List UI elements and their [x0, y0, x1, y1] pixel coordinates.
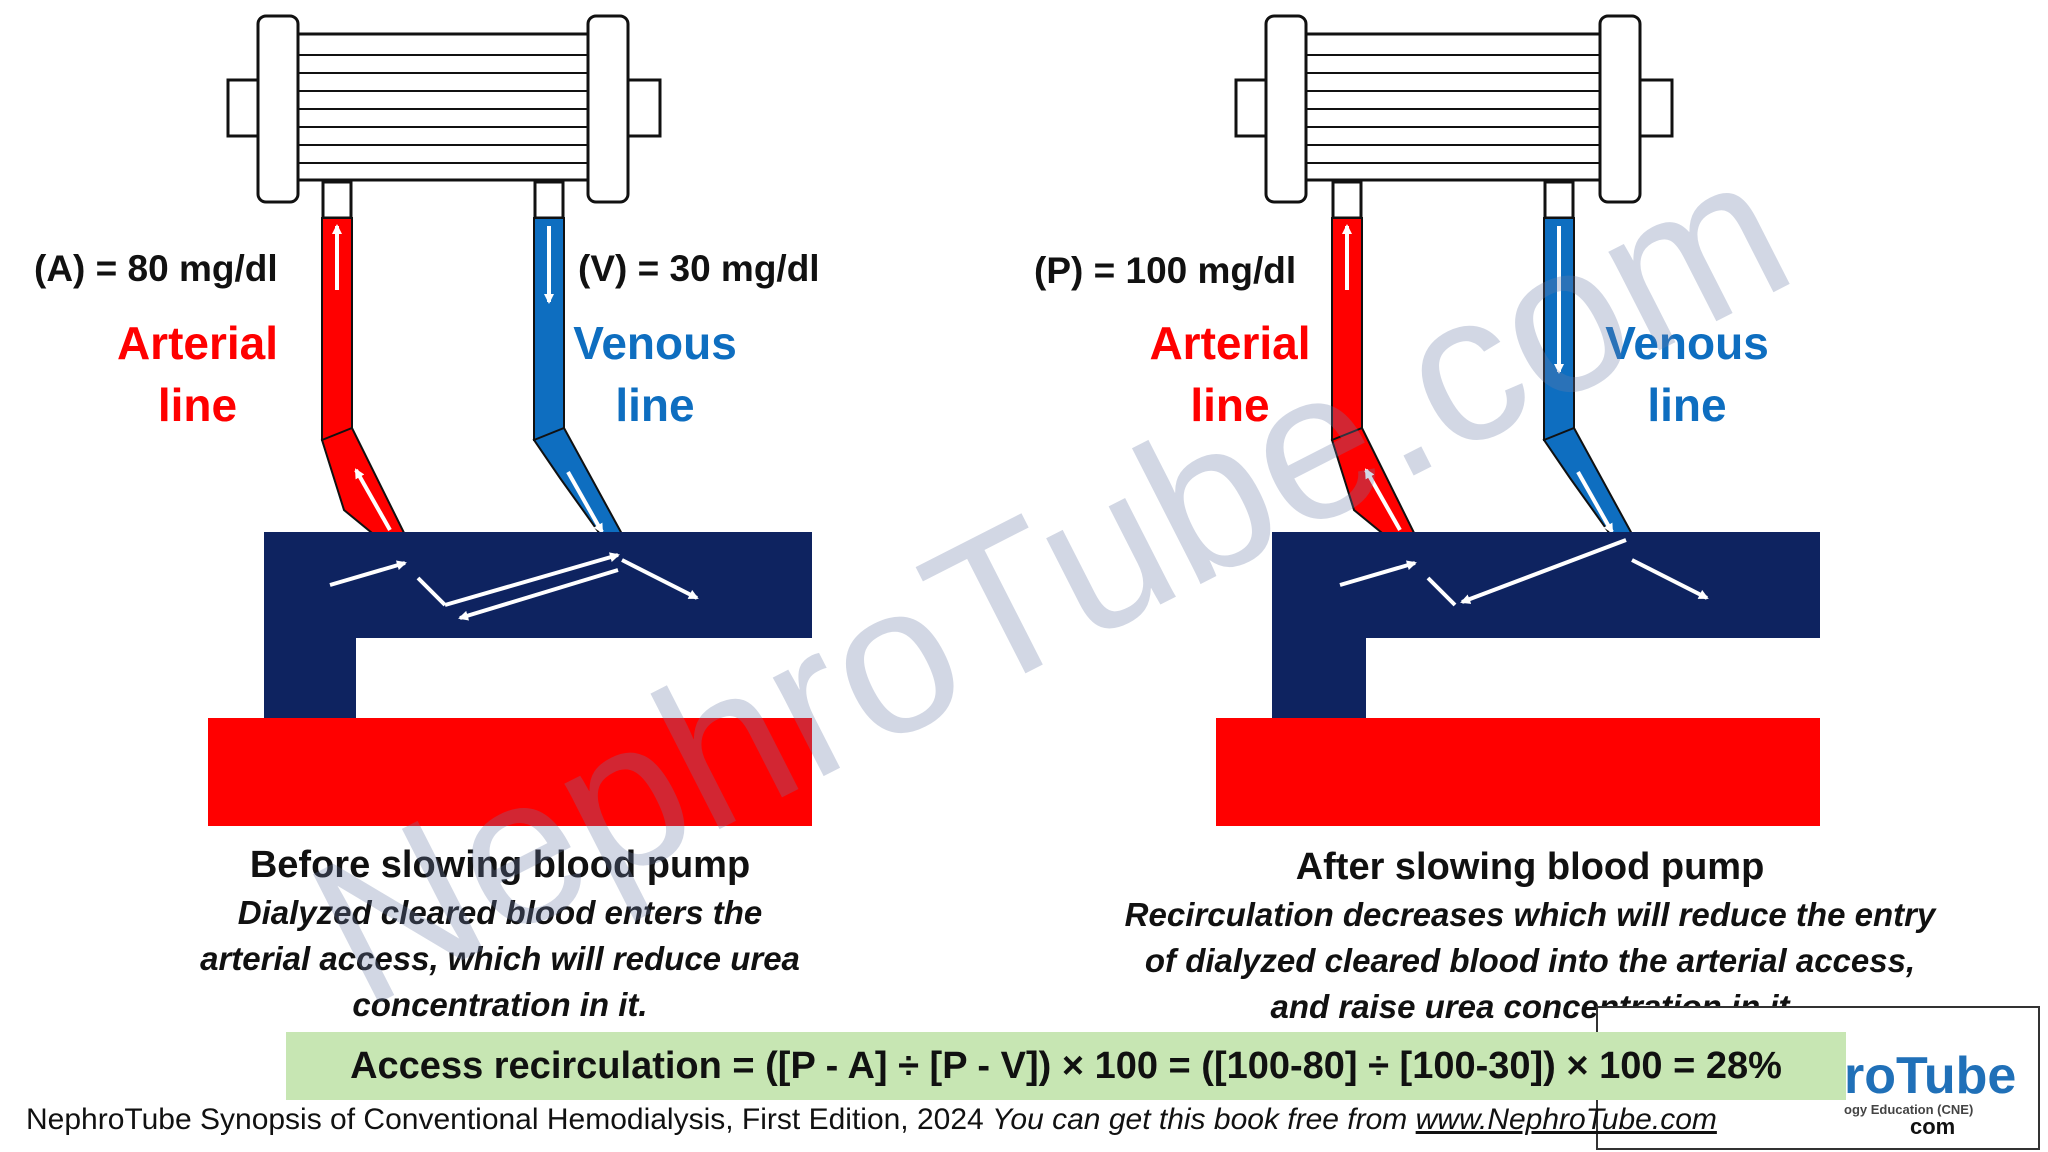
- left-caption-line: Dialyzed cleared blood enters the: [237, 894, 763, 931]
- right-caption-line: Recirculation decreases which will reduc…: [1124, 896, 1936, 933]
- right-arterial-line: [1330, 217, 1437, 577]
- footer-note: You can get this book free from: [992, 1103, 1416, 1136]
- left-concentration-a: (A) = 80 mg/dl: [34, 248, 278, 289]
- venous-label-line: line: [1647, 379, 1727, 431]
- right-flow-arrows: [1339, 538, 1709, 607]
- right-concentration-p: (P) = 100 mg/dl: [1034, 250, 1297, 291]
- logo-suffix: com: [1910, 1114, 1956, 1139]
- access-recirculation-formula: Access recirculation = ([P - A] ÷ [P - V…: [350, 1045, 1782, 1087]
- left-arterial-label: Arterial line: [100, 312, 295, 436]
- left-concentration-v: (V) = 30 mg/dl: [578, 248, 820, 289]
- left-vessel: [208, 532, 812, 826]
- right-dialyzer: [1234, 14, 1674, 220]
- formula-bar: Access recirculation = ([P - A] ÷ [P - V…: [286, 1032, 1846, 1100]
- arterial-label-line: line: [157, 379, 238, 431]
- footer-citation: NephroTube Synopsis of Conventional Hemo…: [26, 1103, 993, 1136]
- right-caption-title: After slowing blood pump: [1295, 846, 1765, 888]
- right-caption-body: Recirculation decreases which will reduc…: [1080, 892, 1980, 1030]
- left-caption-line: arterial access, which will reduce urea: [200, 940, 800, 977]
- right-venous-label: Venous line: [1592, 312, 1782, 436]
- left-venous-label: Venous line: [560, 312, 750, 436]
- left-dialyzer: [226, 14, 662, 220]
- arterial-label-word: Arterial: [1149, 317, 1311, 369]
- venous-label-word: Venous: [573, 317, 737, 369]
- footer: NephroTube Synopsis of Conventional Hemo…: [26, 1100, 1717, 1140]
- footer-link[interactable]: www.NephroTube.com: [1415, 1103, 1717, 1136]
- right-vessel: [1216, 532, 1820, 826]
- right-arterial-label: Arterial line: [1130, 312, 1330, 436]
- right-caption-line: of dialyzed cleared blood into the arter…: [1144, 942, 1916, 979]
- left-caption-body: Dialyzed cleared blood enters the arteri…: [100, 890, 900, 1028]
- left-caption-line: concentration in it.: [352, 986, 648, 1023]
- venous-label-word: Venous: [1605, 317, 1769, 369]
- arterial-label-line: line: [1190, 379, 1270, 431]
- arterial-label-word: Arterial: [116, 317, 279, 369]
- logo-text: roTube: [1844, 1047, 2017, 1105]
- left-flow-arrows: [329, 552, 699, 621]
- venous-label-line: line: [615, 379, 695, 431]
- logo-subtext: ogy Education (CNE): [1844, 1102, 1974, 1117]
- left-arterial-line: [320, 217, 427, 577]
- left-caption-title: Before slowing blood pump: [249, 844, 751, 886]
